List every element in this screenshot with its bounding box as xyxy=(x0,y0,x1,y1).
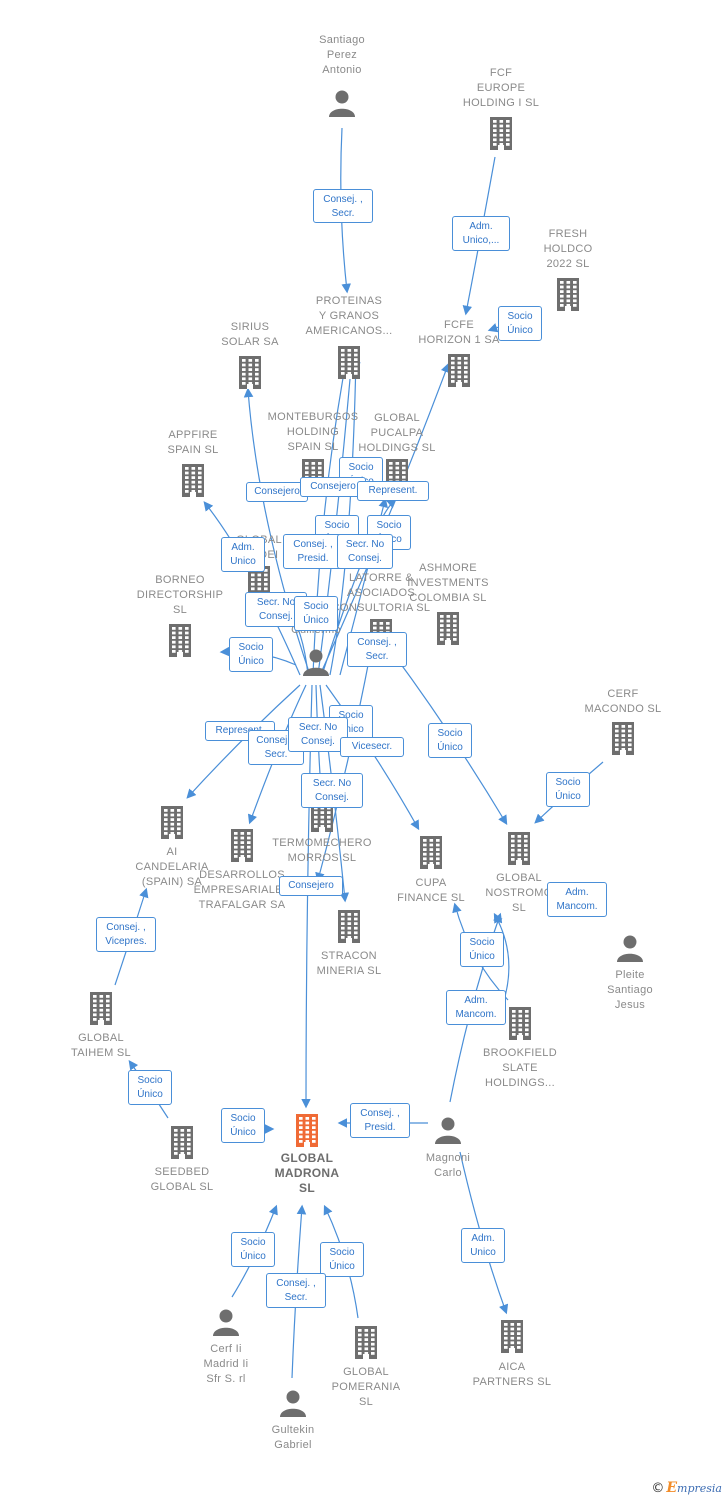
building-icon xyxy=(228,828,256,867)
relation-label[interactable]: Consej. , Vicepres. xyxy=(96,917,156,952)
person-icon xyxy=(434,1116,462,1149)
node-label: Cerf Ii Madrid Ii Sfr S. rl xyxy=(203,1343,249,1385)
relation-label[interactable]: Socio Único xyxy=(460,932,504,967)
relation-label[interactable]: Consejero xyxy=(300,477,366,497)
person-icon xyxy=(616,934,644,967)
building-icon xyxy=(445,353,473,392)
node-label: AICA PARTNERS SL xyxy=(472,1361,552,1388)
relation-label[interactable]: Adm. Unico,... xyxy=(452,216,510,251)
relation-label[interactable]: Adm. Unico xyxy=(221,537,265,572)
node-label: BORNEO DIRECTORSHIP SL xyxy=(136,574,224,616)
building-icon xyxy=(335,909,363,948)
building-icon xyxy=(487,116,515,155)
relation-label[interactable]: Consej. , Presid. xyxy=(350,1103,410,1138)
node-label: Pleite Santiago Jesus xyxy=(607,969,653,1011)
person-icon xyxy=(328,89,356,122)
node-label: Magnoni Carlo xyxy=(425,1152,471,1179)
node-label: PROTEINAS Y GRANOS AMERICANOS... xyxy=(305,295,393,337)
node-label: STRACON MINERIA SL xyxy=(316,950,382,977)
building-icon xyxy=(352,1325,380,1364)
node-label: LATORRE & ASOCIADOS CONSULTORIA SL xyxy=(331,572,431,614)
building-icon xyxy=(293,1113,321,1152)
node-label: GLOBAL POMERANIA SL xyxy=(331,1366,401,1408)
building-icon xyxy=(87,991,115,1030)
copyright-icon: © xyxy=(651,1481,665,1496)
brand-initial: E xyxy=(666,1480,678,1496)
person-icon xyxy=(302,648,330,681)
node-label: GLOBAL PUCALPA HOLDINGS SL xyxy=(358,412,436,454)
relation-label[interactable]: Socio Único xyxy=(229,637,273,672)
node-label: SIRIUS SOLAR SA xyxy=(221,321,279,348)
building-icon xyxy=(506,1006,534,1045)
building-icon xyxy=(166,623,194,662)
node-label: Gultekin Gabriel xyxy=(271,1424,315,1451)
relation-label[interactable]: Secr. No Consej. xyxy=(301,773,363,808)
node-label: GLOBAL TAIHEM SL xyxy=(71,1032,131,1059)
relation-label[interactable]: Consej. , Secr. xyxy=(313,189,373,223)
relation-label[interactable]: Socio Único xyxy=(231,1232,275,1267)
relation-label[interactable]: Socio Único xyxy=(128,1070,172,1105)
building-icon xyxy=(554,277,582,316)
relation-label[interactable]: Adm. Mancom. xyxy=(547,882,607,917)
node-label: APPFIRE SPAIN SL xyxy=(167,429,219,456)
empresia-watermark[interactable]: ©Empresia xyxy=(651,1480,722,1496)
node-label: FRESH HOLDCO 2022 SL xyxy=(543,228,593,270)
node-label: AI CANDELARIA (SPAIN) SA xyxy=(135,846,209,888)
relation-label[interactable]: Socio Único xyxy=(221,1108,265,1143)
node-label: FCF EUROPE HOLDING I SL xyxy=(462,67,540,109)
relation-label[interactable]: Vicesecr. xyxy=(340,737,404,757)
relation-label[interactable]: Adm. Mancom. xyxy=(446,990,506,1025)
node-label: FCFE HORIZON 1 SA xyxy=(418,319,500,346)
relation-label[interactable]: Adm. Unico xyxy=(461,1228,505,1263)
relation-label[interactable]: Socio Único xyxy=(546,772,590,807)
node-label: Santiago Perez Antonio xyxy=(319,34,365,76)
relation-label[interactable]: Socio Único xyxy=(498,306,542,341)
relation-label[interactable]: Socio Único xyxy=(294,596,338,631)
node-label: DESARROLLOS EMPRESARIALES TRAFALGAR SA xyxy=(193,869,291,911)
building-icon xyxy=(179,463,207,502)
building-icon xyxy=(498,1319,526,1358)
building-icon xyxy=(434,611,462,650)
person-icon xyxy=(212,1308,240,1341)
building-icon xyxy=(335,345,363,384)
relation-label[interactable]: Secr. No Consej. xyxy=(337,534,393,569)
building-icon xyxy=(168,1125,196,1164)
relation-label[interactable]: Socio Único xyxy=(320,1242,364,1277)
relation-label[interactable]: Consejero xyxy=(246,482,308,502)
building-icon xyxy=(417,835,445,874)
building-icon xyxy=(609,721,637,760)
node-label: CERF MACONDO SL xyxy=(584,688,662,715)
relation-label[interactable]: Represent. xyxy=(357,481,429,501)
building-icon xyxy=(236,355,264,394)
person-icon xyxy=(279,1389,307,1422)
relation-label[interactable]: Consejero xyxy=(279,876,343,896)
node-label: SEEDBED GLOBAL SL xyxy=(150,1166,214,1193)
node-label: TERMOMECHERO MORROS SL xyxy=(272,837,372,864)
building-icon xyxy=(158,805,186,844)
relation-label[interactable]: Consej. , Secr. xyxy=(347,632,407,667)
node-label: GLOBAL NOSTROMO SL xyxy=(485,872,553,914)
node-label: CUPA FINANCE SL xyxy=(397,877,465,904)
node-label: BROOKFIELD SLATE HOLDINGS... xyxy=(483,1047,557,1089)
relation-label[interactable]: Secr. No Consej. xyxy=(288,717,348,752)
relation-label[interactable]: Socio Único xyxy=(428,723,472,758)
node-label: ASHMORE INVESTMENTS COLOMBIA SL xyxy=(407,562,489,604)
relation-label[interactable]: Consej. , Secr. xyxy=(266,1273,326,1308)
node-label: GLOBAL MADRONA SL xyxy=(274,1151,340,1195)
building-icon xyxy=(505,831,533,870)
brand-name: mpresia xyxy=(677,1482,722,1495)
node-label: MONTEBURGOS HOLDING SPAIN SL xyxy=(267,411,359,453)
relation-label[interactable]: Consej. , Presid. xyxy=(283,534,343,569)
